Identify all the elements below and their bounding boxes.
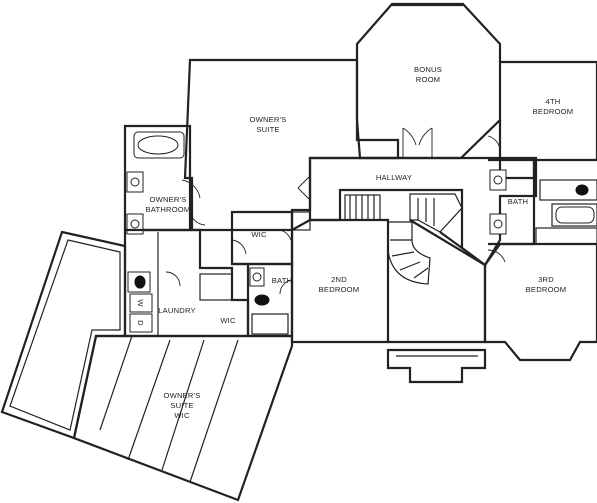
label-owners-suite-wic-line3: WIC	[174, 411, 190, 420]
label-wic-lower: WIC	[220, 316, 236, 325]
center-block	[386, 231, 487, 384]
label-owners-suite-line2: SUITE	[256, 125, 279, 134]
label-owners-suite-wic-line2: SUITE	[170, 401, 193, 410]
label-3rd-line2: BEDROOM	[526, 285, 567, 294]
owners-suite	[181, 58, 400, 232]
label-owners-suite-wic-line1: OWNER'S	[163, 391, 200, 400]
exterior-left	[0, 230, 127, 440]
bath-right	[488, 158, 597, 246]
label-bath-right: BATH	[508, 197, 529, 206]
label-laundry: LAUNDRY	[158, 306, 196, 315]
label-hallway: HALLWAY	[376, 173, 412, 182]
label-bonus-line2: ROOM	[416, 75, 440, 84]
label-4th-line2: BEDROOM	[533, 107, 574, 116]
label-owners-bathroom-line1: OWNER'S	[149, 195, 186, 204]
stair-treads	[349, 195, 375, 220]
label-2nd-line1: 2ND	[331, 275, 347, 284]
label-bath-center: BATH	[272, 276, 293, 285]
label-owners-suite-line1: OWNER'S	[249, 115, 286, 124]
label-bonus-line1: BONUS	[414, 65, 442, 74]
room-labels: BONUS ROOM 4TH BEDROOM OWNER'S SUITE HAL…	[136, 65, 573, 420]
label-4th-line1: 4TH	[546, 97, 561, 106]
third-bedroom	[483, 242, 597, 362]
label-dryer: D	[136, 320, 145, 326]
label-2nd-line2: BEDROOM	[319, 285, 360, 294]
label-owners-bathroom-line2: BATHROOM	[146, 205, 191, 214]
label-washer: W	[136, 299, 145, 307]
label-3rd-line1: 3RD	[538, 275, 554, 284]
label-wic-upper: WIC	[251, 230, 267, 239]
